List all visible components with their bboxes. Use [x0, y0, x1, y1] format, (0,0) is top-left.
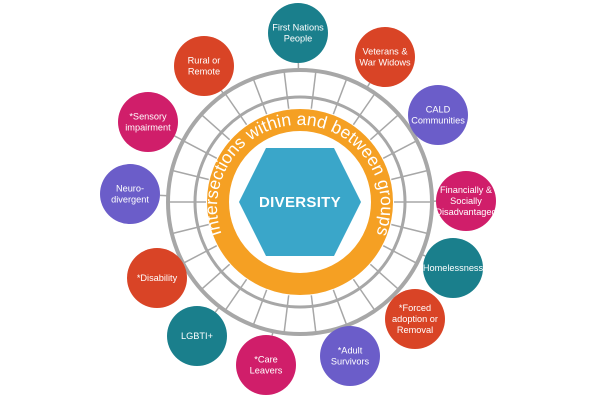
- group-circle-disability: [127, 248, 187, 308]
- group-label-line: Rural or: [188, 56, 221, 66]
- group-label-line: *Forced: [399, 303, 431, 313]
- group-label-line: Remote: [188, 67, 220, 77]
- group-circle-adult-survivors: [320, 326, 380, 386]
- intersections-ring: [207, 109, 393, 295]
- group-node-lgbti: LGBTI+: [167, 306, 227, 366]
- group-label-line: CALD: [426, 105, 451, 115]
- inner-spoke: [200, 263, 231, 291]
- inner-spoke: [200, 113, 231, 141]
- inner-spoke: [182, 245, 218, 265]
- inner-spoke: [171, 223, 209, 235]
- group-label-line: Veterans &: [363, 47, 408, 57]
- group-label-line: Socially: [450, 196, 482, 206]
- group-circle-sensory-impairment: [118, 92, 178, 152]
- group-label-line: Communities: [411, 116, 465, 126]
- group-label-line: LGBTI+: [181, 331, 213, 341]
- group-label-veterans-war-widows: Veterans &War Widows: [359, 47, 411, 68]
- group-label-line: People: [284, 34, 313, 44]
- inner-spoke: [283, 70, 290, 109]
- group-circle-lgbti: [167, 306, 227, 366]
- group-label-line: Survivors: [331, 357, 370, 367]
- group-node-disability: *Disability: [127, 248, 187, 308]
- group-label-line: *Care: [254, 355, 278, 365]
- inner-spoke: [352, 92, 376, 126]
- group-label-line: impairment: [125, 123, 171, 133]
- inner-spoke: [369, 113, 400, 141]
- group-circle-veterans-war-widows: [355, 27, 415, 87]
- group-node-neurodivergent: Neuro-divergent: [100, 164, 160, 224]
- group-label-line: Removal: [397, 325, 433, 335]
- group-label-line: Neuro-: [116, 184, 144, 194]
- inner-spoke: [332, 289, 348, 326]
- group-node-veterans-war-widows: Veterans &War Widows: [355, 27, 415, 87]
- group-label-line: *Sensory: [129, 112, 167, 122]
- group-circle-first-nations-people: [268, 3, 328, 63]
- group-label-line: divergent: [111, 195, 149, 205]
- group-label-line: First Nations: [272, 23, 324, 33]
- inner-spoke: [252, 78, 268, 115]
- group-label-line: adoption or: [392, 314, 438, 324]
- group-circle-care-leavers: [236, 335, 296, 395]
- center-label: DIVERSITY: [259, 194, 341, 211]
- inner-spoke: [182, 139, 218, 159]
- inner-spoke: [391, 169, 429, 181]
- group-label-line: Homelessness: [423, 263, 484, 273]
- group-label-line: *Adult: [338, 346, 363, 356]
- inner-spoke: [382, 139, 418, 159]
- group-label-disability: *Disability: [137, 273, 178, 283]
- group-circle-forced-adoption-removal: [385, 289, 445, 349]
- group-label-line: War Widows: [359, 58, 411, 68]
- inner-spoke: [224, 278, 248, 312]
- center-hexagon: [239, 148, 361, 256]
- inner-spoke: [352, 278, 376, 312]
- inner-spokes: [168, 70, 432, 334]
- group-label-line: Disadvantaged: [435, 207, 496, 217]
- group-circle-financially-socially-disadvantaged: [436, 171, 496, 231]
- inner-spoke: [382, 245, 418, 265]
- group-label-lgbti: LGBTI+: [181, 331, 213, 341]
- group-label-line: Leavers: [250, 366, 283, 376]
- group-circle-neurodivergent: [100, 164, 160, 224]
- inner-spoke: [391, 223, 429, 235]
- inner-spoke: [310, 70, 317, 109]
- inner-spoke: [252, 289, 268, 326]
- group-circle-homelessness: [423, 238, 483, 298]
- group-circle-cald-communities: [408, 85, 468, 145]
- group-node-homelessness: Homelessness: [423, 238, 484, 298]
- group-label-line: Financially &: [440, 185, 492, 195]
- group-label-line: *Disability: [137, 273, 178, 283]
- inner-spoke: [224, 92, 248, 126]
- group-label-homelessness: Homelessness: [423, 263, 484, 273]
- group-label-neurodivergent: Neuro-divergent: [111, 184, 149, 205]
- inner-spoke: [332, 78, 348, 115]
- inner-spoke: [171, 169, 209, 181]
- group-circle-rural-remote: [174, 36, 234, 96]
- inner-spoke: [310, 295, 317, 334]
- inner-spoke: [283, 295, 290, 334]
- inner-spoke: [369, 263, 400, 291]
